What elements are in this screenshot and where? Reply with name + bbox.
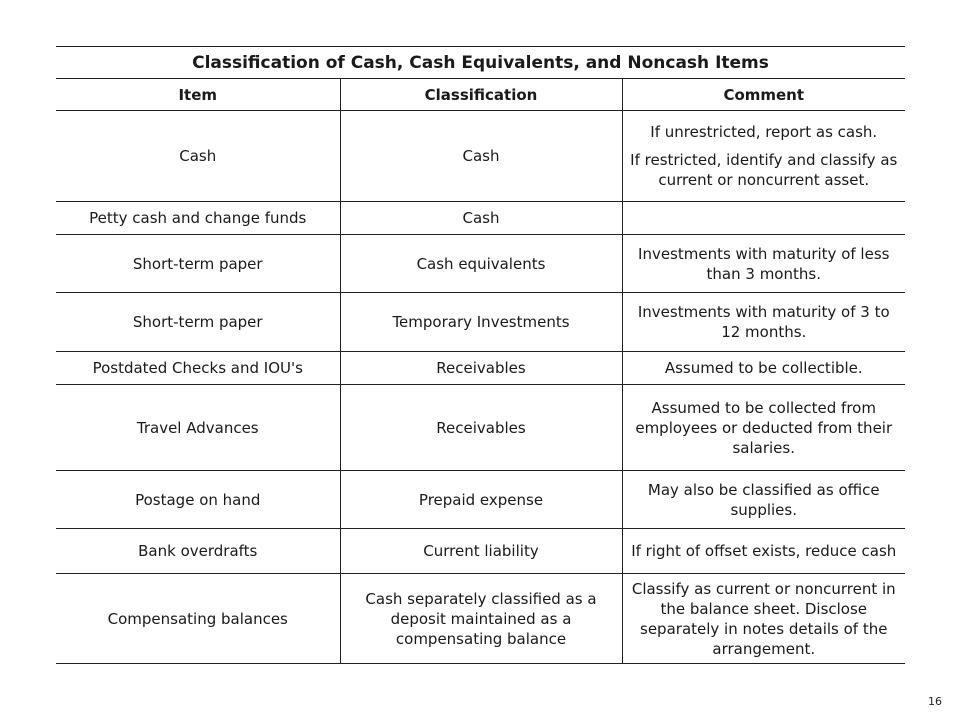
item-cell: Short-term paper (56, 292, 340, 352)
comment-cell: Assumed to be collected from employees o… (621, 384, 905, 471)
classification-cell: Cash separately classified as a deposit … (339, 573, 622, 664)
column-header-classification: Classification (339, 78, 622, 111)
classification-cell: Prepaid expense (339, 470, 622, 529)
comment-line: Assumed to be collectible. (664, 359, 863, 377)
classification-cell: Receivables (339, 351, 622, 385)
comment-cell: Investments with maturity of less than 3… (621, 234, 905, 293)
classification-cell: Cash (339, 110, 622, 202)
item-cell: Postage on hand (56, 470, 340, 529)
comment-cell: May also be classified as office supplie… (621, 470, 905, 529)
table-row: Compensating balances Cash separately cl… (56, 573, 905, 664)
item-cell: Petty cash and change funds (56, 201, 340, 235)
item-cell: Travel Advances (56, 384, 340, 471)
classification-table: Classification of Cash, Cash Equivalents… (56, 46, 905, 664)
item-cell: Compensating balances (56, 573, 340, 664)
item-cell: Short-term paper (56, 234, 340, 293)
item-cell: Bank overdrafts (56, 528, 340, 574)
comment-line: Assumed to be collected from employees o… (635, 398, 893, 457)
table-row: Petty cash and change funds Cash (56, 201, 905, 235)
classification-cell: Cash equivalents (339, 234, 622, 293)
comment-line: If right of offset exists, reduce cash (631, 542, 897, 560)
table-row: Short-term paper Temporary Investments I… (56, 292, 905, 352)
comment-cell: Investments with maturity of 3 to 12 mon… (621, 292, 905, 352)
item-cell: Postdated Checks and IOU's (56, 351, 340, 385)
classification-cell: Cash (339, 201, 622, 235)
table-row: Bank overdrafts Current liability If rig… (56, 528, 905, 574)
page-number: 16 (928, 695, 942, 708)
column-header-item: Item (56, 78, 340, 111)
table-title: Classification of Cash, Cash Equivalents… (56, 46, 905, 79)
comment-cell (621, 201, 905, 235)
classification-cell: Current liability (339, 528, 622, 574)
table-row: Postdated Checks and IOU's Receivables A… (56, 351, 905, 385)
comment-cell: If right of offset exists, reduce cash (621, 528, 905, 574)
table-row: Short-term paper Cash equivalents Invest… (56, 234, 905, 293)
classification-cell: Receivables (339, 384, 622, 471)
classification-cell: Temporary Investments (339, 292, 622, 352)
comment-line: May also be classified as office supplie… (647, 480, 880, 519)
item-cell: Cash (56, 110, 340, 202)
comment-line: Classify as current or noncurrent in the… (631, 579, 896, 658)
table-row: Postage on hand Prepaid expense May also… (56, 470, 905, 529)
header-row: Item Classification Comment (56, 78, 905, 111)
comment-line: If unrestricted, report as cash. (650, 123, 878, 141)
comment-cell: Classify as current or noncurrent in the… (621, 573, 905, 664)
comment-cell: If unrestricted, report as cash. If rest… (621, 110, 905, 202)
comment-line: Investments with maturity of less than 3… (638, 244, 890, 283)
table-title-row: Classification of Cash, Cash Equivalents… (56, 46, 905, 79)
table-row: Travel Advances Receivables Assumed to b… (56, 384, 905, 471)
comment-line: If restricted, identify and classify as … (630, 151, 898, 189)
column-header-comment: Comment (621, 78, 905, 111)
comment-line: Investments with maturity of 3 to 12 mon… (637, 303, 890, 341)
table-row: Cash Cash If unrestricted, report as cas… (56, 110, 905, 202)
comment-cell: Assumed to be collectible. (621, 351, 905, 385)
